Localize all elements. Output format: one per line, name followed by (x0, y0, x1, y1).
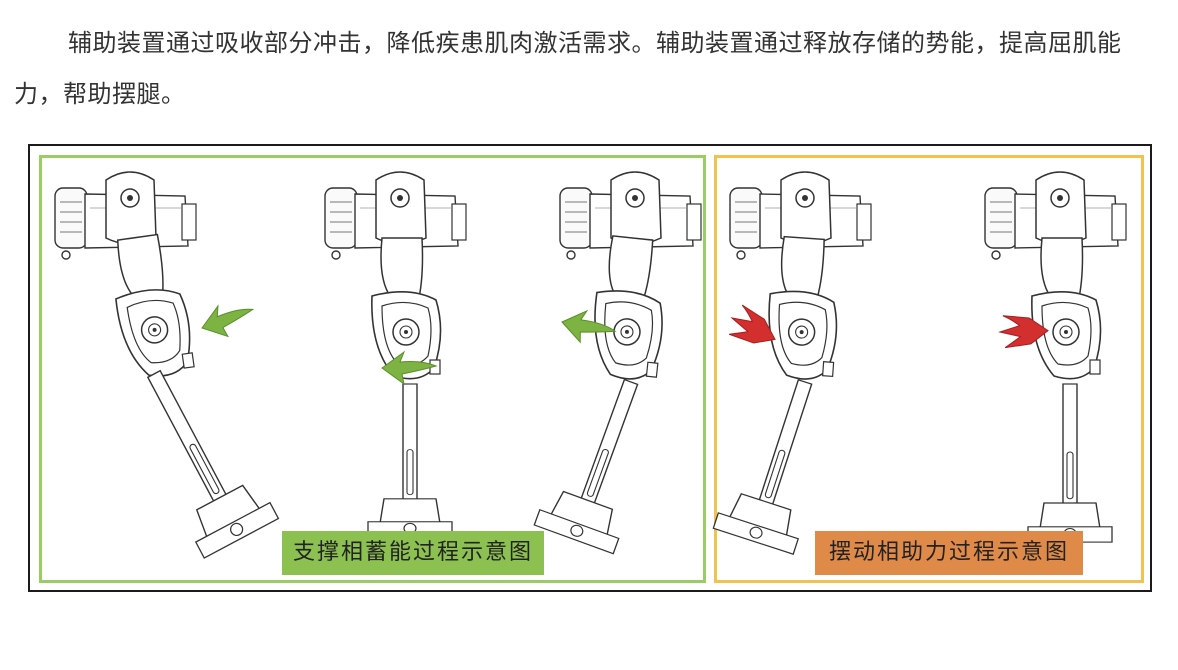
swing-phase-panel (714, 155, 1144, 583)
exoskeleton-figure-4 (712, 171, 872, 555)
description-text: 辅助装置通过吸收部分冲击，降低疾患肌肉激活需求。辅助装置通过释放存储的势能，提高… (14, 29, 1122, 108)
swing-phase-caption: 摆动相助力过程示意图 (815, 531, 1083, 575)
figure-frame: 支撑相蓄能过程示意图 摆动相助力过程示意图 (28, 144, 1152, 592)
exoskeleton-figure-5 (984, 171, 1127, 543)
stance-phase-panel (39, 155, 706, 583)
green-arrow-icon (196, 295, 259, 344)
exoskeleton-figure-2 (324, 171, 467, 538)
exoskeleton-figure-3 (533, 171, 702, 555)
stance-phase-caption: 支撑相蓄能过程示意图 (282, 531, 544, 575)
exoskeleton-figure-1 (54, 171, 280, 559)
description-paragraph: 辅助装置通过吸收部分冲击，降低疾患肌肉激活需求。辅助装置通过释放存储的势能，提高… (14, 18, 1164, 120)
exoskeleton-illustrations (54, 171, 1127, 559)
